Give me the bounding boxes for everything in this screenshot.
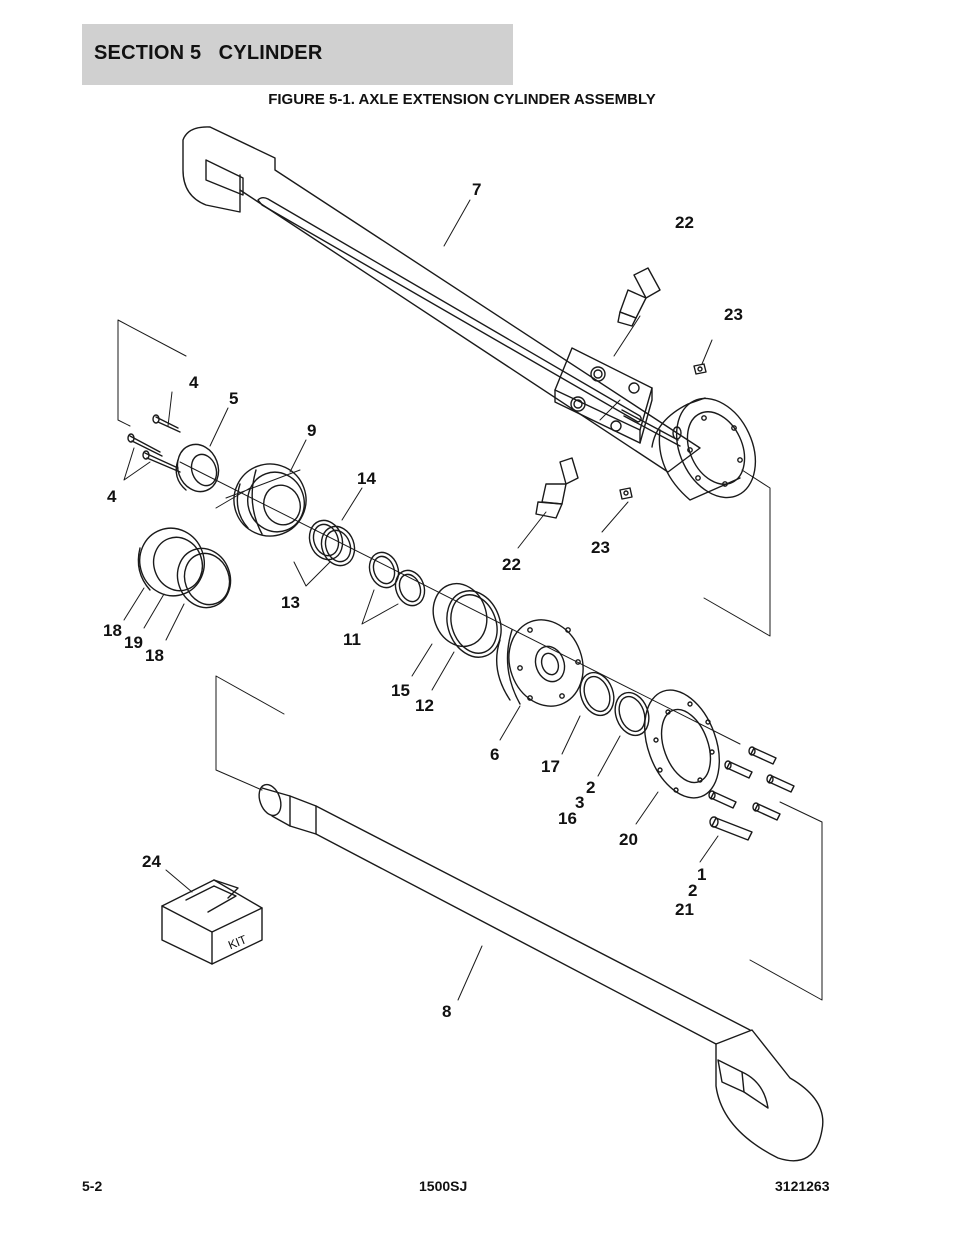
ring-set-13-14	[308, 519, 356, 567]
kit-box-label: KIT	[226, 932, 249, 952]
section-title: SECTION 5 CYLINDER	[94, 42, 323, 64]
o-rings-12-15	[432, 582, 502, 658]
callout-14: 14	[357, 469, 376, 488]
check-valve-cartridge-upper	[617, 267, 661, 327]
rod-seal-17	[579, 671, 615, 717]
plug-lower	[619, 487, 633, 500]
callout-22-upper: 22	[675, 213, 694, 232]
callout-18-left: 18	[103, 621, 122, 640]
callout-11: 11	[343, 630, 361, 649]
callout-20: 20	[619, 830, 638, 849]
kit-box	[161, 879, 263, 965]
callout-2-upper: 2	[586, 778, 595, 797]
callout-21: 21	[675, 900, 694, 919]
callout-8: 8	[442, 1002, 451, 1021]
figure-title: FIGURE 5-1. AXLE EXTENSION CYLINDER ASSE…	[268, 91, 656, 108]
callout-24: 24	[142, 852, 161, 871]
cylinder-head-6	[495, 619, 584, 707]
piston-9	[233, 463, 307, 537]
footer-document-number: 3121263	[775, 1178, 830, 1194]
section-header-band: SECTION 5 CYLINDER	[82, 24, 513, 85]
cap-screws-1	[708, 746, 795, 841]
callout-23-lower: 23	[591, 538, 610, 557]
callout-3: 3	[575, 793, 584, 812]
footer-page-number: 5-2	[82, 1178, 103, 1194]
callout-leader-lines	[123, 199, 719, 1001]
cylinder-rod-8	[258, 783, 824, 1162]
callout-12: 12	[415, 696, 434, 715]
callout-7: 7	[472, 180, 481, 199]
cylinder-barrel	[182, 126, 701, 473]
ring-set-11	[368, 551, 426, 607]
callout-9: 9	[307, 421, 316, 440]
piston-seal-rings	[137, 527, 232, 609]
callout-16: 16	[558, 809, 577, 828]
check-valve-cartridge-lower	[535, 457, 579, 519]
callout-23-upper: 23	[724, 305, 743, 324]
callout-5: 5	[229, 389, 238, 408]
plug-upper	[693, 363, 707, 375]
assembly-guide-lines	[117, 319, 823, 1001]
callout-2-lower: 2	[688, 881, 697, 900]
bolts-4	[127, 414, 181, 473]
barrel-head-ring	[651, 397, 757, 501]
callout-22-lower: 22	[502, 555, 521, 574]
footer-model: 1500SJ	[419, 1178, 468, 1194]
callout-labels: 7 22 23 4 5 9 4 14 22 23 13 18 19 18 11 …	[103, 180, 743, 1021]
callout-17: 17	[541, 757, 560, 776]
valve-block	[554, 347, 682, 447]
callout-4-upper: 4	[189, 373, 199, 392]
callout-4-lower: 4	[107, 487, 117, 506]
retainer-plate-20	[644, 689, 720, 799]
callout-15: 15	[391, 681, 410, 700]
flange-5	[175, 443, 220, 493]
callout-1: 1	[697, 865, 706, 884]
callout-13: 13	[281, 593, 300, 612]
wiper-seal-2	[614, 691, 650, 737]
callout-19: 19	[124, 633, 143, 652]
callout-18-right: 18	[145, 646, 164, 665]
callout-6: 6	[490, 745, 499, 764]
